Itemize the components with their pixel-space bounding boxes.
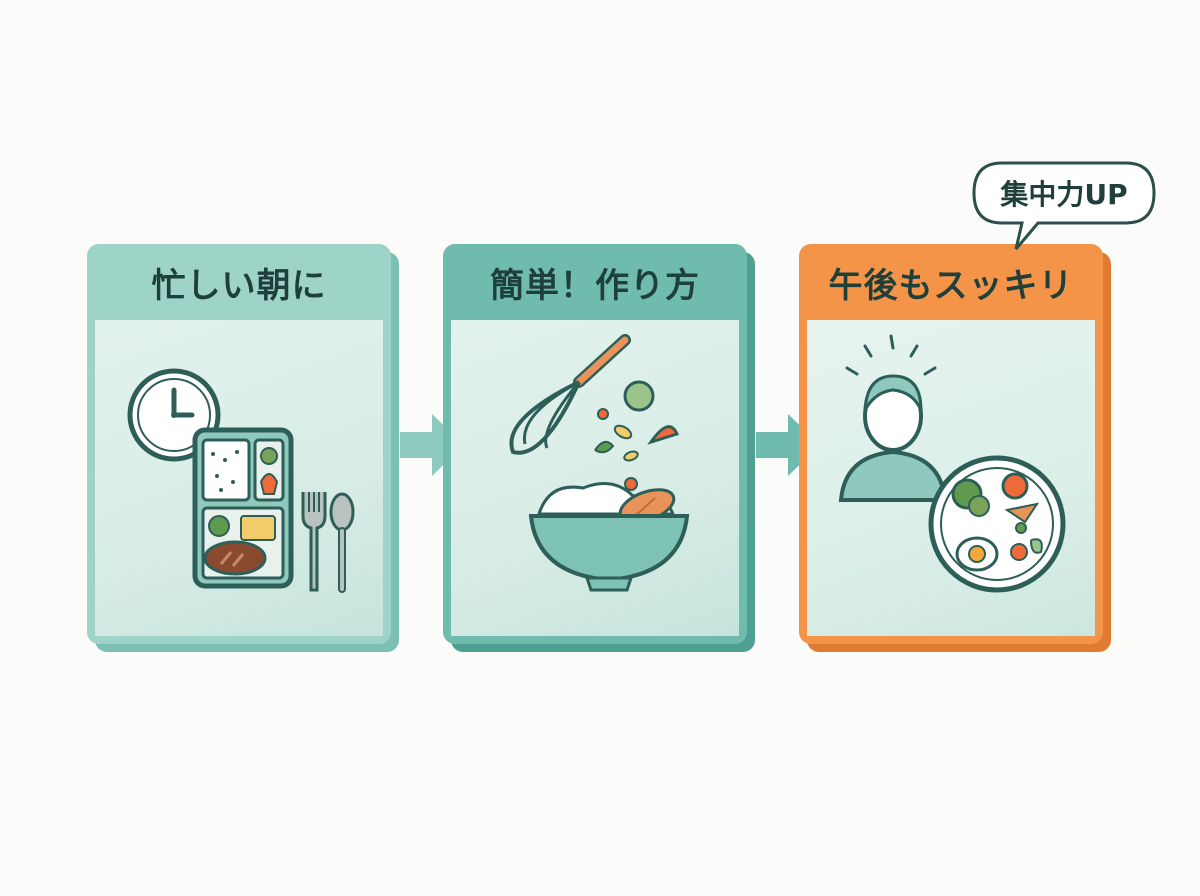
panel-body bbox=[95, 320, 383, 636]
panel-illustration bbox=[509, 334, 690, 592]
panel-frame: 簡単！作り方 bbox=[443, 244, 747, 644]
panel-frame: 午後もスッキリ bbox=[799, 244, 1103, 644]
bento-box-icon bbox=[192, 427, 294, 589]
rice-bowl-icon bbox=[528, 482, 690, 592]
healthy-plate-icon bbox=[928, 455, 1066, 593]
panel-title: 忙しい朝に bbox=[151, 265, 327, 306]
panel-busy-morning: 忙しい朝に bbox=[87, 244, 399, 652]
bubble-text: 集中力UP bbox=[1000, 178, 1128, 211]
panel-body bbox=[451, 320, 739, 636]
person-icon bbox=[838, 334, 948, 502]
panel-frame: 忙しい朝に bbox=[87, 244, 391, 644]
panel-title: 午後もスッキリ bbox=[828, 265, 1074, 306]
panel-illustration bbox=[838, 334, 1066, 593]
speech-bubble bbox=[972, 161, 1156, 250]
panel-body bbox=[807, 320, 1095, 636]
spoon-icon bbox=[329, 492, 355, 593]
panel-illustration bbox=[127, 368, 355, 593]
panel-refreshed-afternoon: 午後もスッキリ bbox=[799, 244, 1111, 652]
panel-title: 簡単！作り方 bbox=[490, 265, 700, 306]
whisk-icon bbox=[509, 334, 631, 455]
fork-icon bbox=[301, 492, 327, 592]
panel-easy-recipe: 簡単！作り方 bbox=[443, 244, 755, 652]
tossed-ingredients-icon bbox=[594, 380, 680, 491]
